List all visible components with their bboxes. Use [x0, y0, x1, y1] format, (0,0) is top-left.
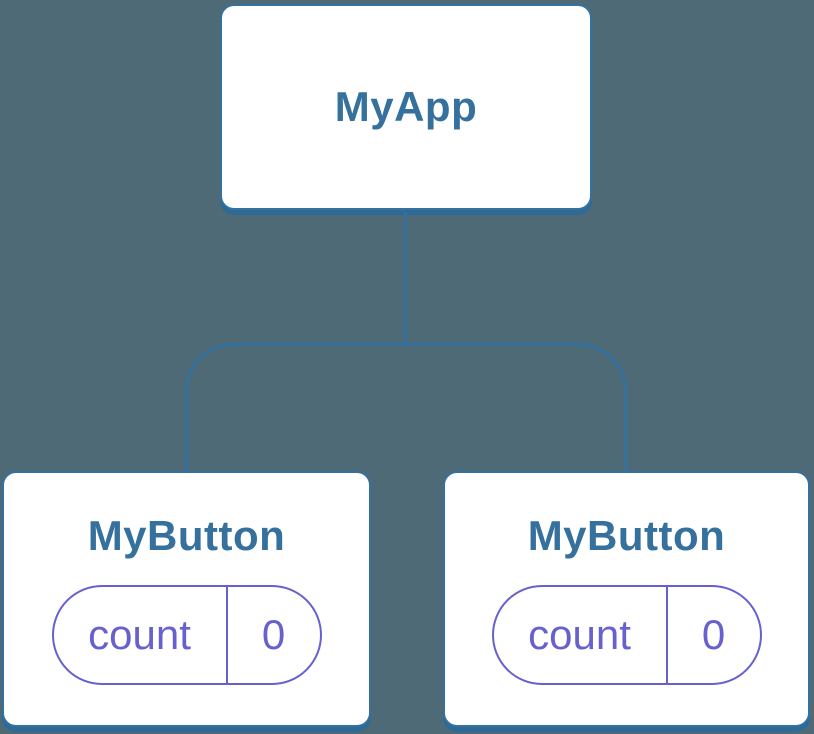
- state-value-right: 0: [701, 611, 726, 659]
- node-mybutton-left-label: MyButton: [87, 512, 286, 559]
- node-myapp: MyApp: [220, 4, 592, 210]
- state-value-left: 0: [261, 611, 286, 659]
- node-mybutton-left: MyButton count 0: [2, 471, 371, 727]
- node-myapp-label: MyApp: [334, 82, 478, 130]
- edge-branch-bracket: [185, 343, 627, 471]
- state-key-left: count: [54, 587, 228, 684]
- edge-root-connector: [404, 212, 407, 344]
- node-mybutton-right-label: MyButton: [527, 512, 726, 559]
- state-pill-left: count 0: [51, 585, 322, 686]
- state-key-right: count: [494, 587, 668, 684]
- node-mybutton-right: MyButton count 0: [443, 471, 810, 727]
- state-pill-right: count 0: [491, 585, 762, 686]
